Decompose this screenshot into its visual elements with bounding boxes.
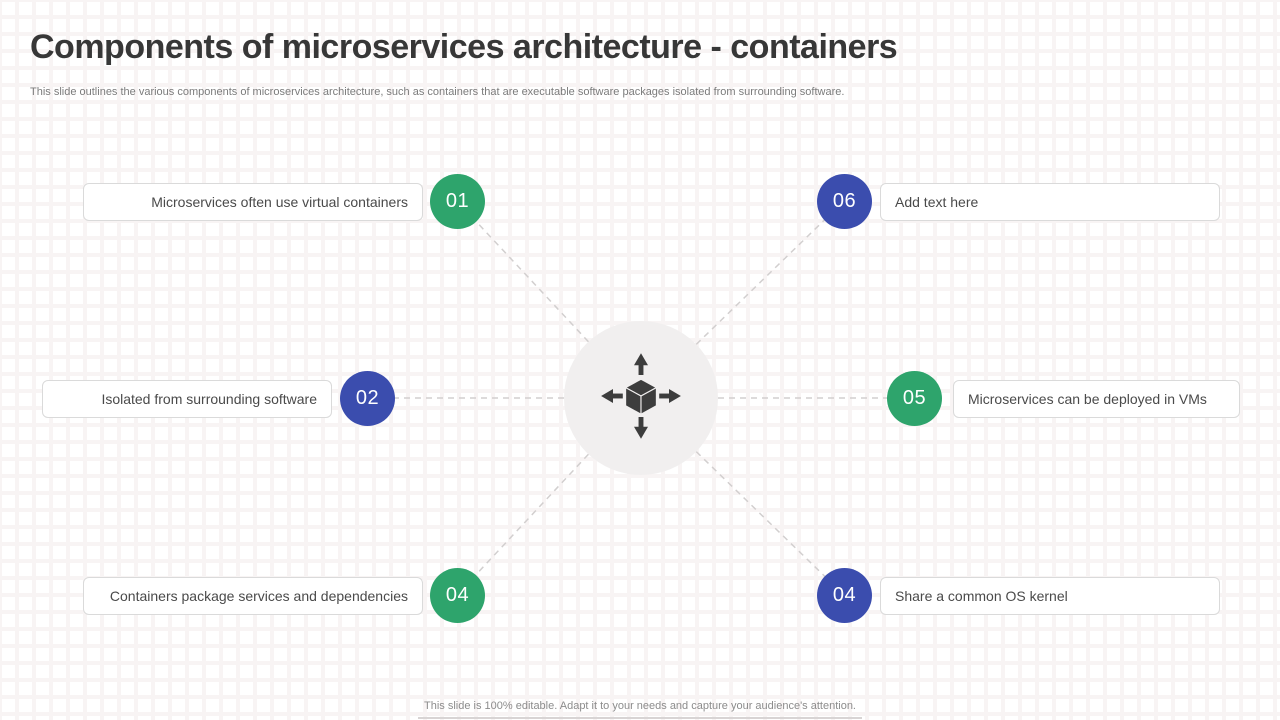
item-number: 01 [445,190,470,212]
item-textbox[interactable]: Isolated from surrounding software [42,380,332,418]
footer-divider [418,717,862,719]
item-textbox[interactable]: Add text here [880,183,1220,221]
item-number-badge: 04 [430,568,485,623]
item-number: 02 [355,387,380,409]
item-number-badge: 01 [430,174,485,229]
item-label: Share a common OS kernel [895,588,1068,604]
item-label: Isolated from surrounding software [101,391,317,407]
item-textbox[interactable]: Containers package services and dependen… [83,577,423,615]
item-textbox[interactable]: Microservices can be deployed in VMs [953,380,1240,418]
central-hub [564,321,718,475]
cube-deployment-icon [592,347,690,450]
item-number: 04 [832,584,857,606]
footer-note: This slide is 100% editable. Adapt it to… [424,700,856,712]
item-label: Microservices can be deployed in VMs [968,391,1207,407]
item-textbox[interactable]: Share a common OS kernel [880,577,1220,615]
item-number: 04 [445,584,470,606]
slide-subtitle: This slide outlines the various componen… [30,86,845,98]
item-textbox[interactable]: Microservices often use virtual containe… [83,183,423,221]
slide-title: Components of microservices architecture… [30,28,898,66]
item-number-badge: 05 [887,371,942,426]
item-label: Add text here [895,194,979,210]
item-number-badge: 04 [817,568,872,623]
item-number: 06 [832,190,857,212]
item-number: 05 [902,387,927,409]
item-number-badge: 02 [340,371,395,426]
item-label: Microservices often use virtual containe… [151,194,408,210]
item-label: Containers package services and dependen… [109,588,408,604]
item-number-badge: 06 [817,174,872,229]
